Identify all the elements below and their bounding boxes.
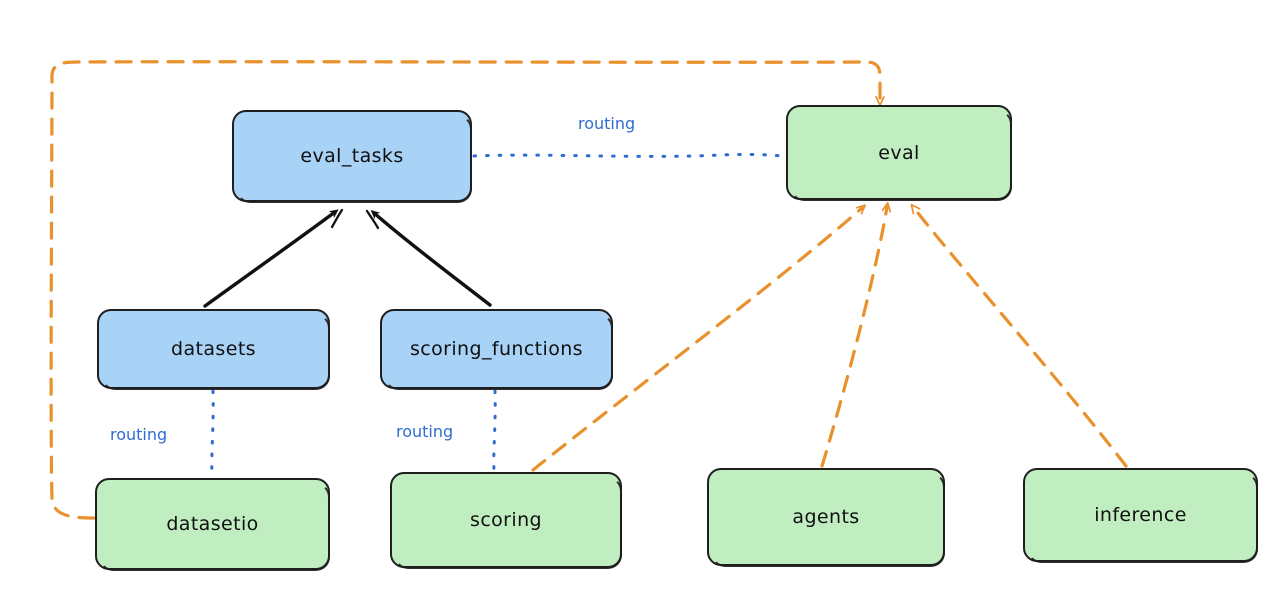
node-label: agents <box>792 506 860 528</box>
edge-label-routing-datasetio: routing <box>110 425 168 444</box>
node-eval[interactable]: eval <box>786 105 1012 201</box>
node-label: scoring_functions <box>410 338 583 360</box>
edge-agents-eval <box>820 207 887 468</box>
node-label: datasetio <box>166 513 259 535</box>
edge-datasets-eval_tasks <box>203 208 344 308</box>
edge-scoring_functions-eval_tasks <box>365 209 492 307</box>
node-agents[interactable]: agents <box>707 468 945 567</box>
edge-label-routing-scoring: routing <box>396 422 454 441</box>
node-label: datasets <box>171 338 256 360</box>
node-scoring-functions[interactable]: scoring_functions <box>380 309 613 390</box>
node-label: eval <box>878 141 920 164</box>
node-label: inference <box>1094 504 1187 526</box>
edge-datasets-datasetio <box>210 389 215 479</box>
node-inference[interactable]: inference <box>1023 468 1258 563</box>
edge-label-routing-eval: routing <box>578 114 636 133</box>
node-label: eval_tasks <box>300 145 404 167</box>
node-label: scoring <box>470 509 542 531</box>
node-datasets[interactable]: datasets <box>97 309 330 390</box>
edge-inference-eval <box>914 208 1128 468</box>
edge-scoring_functions-scoring <box>492 389 497 473</box>
edge-datasetio-eval <box>49 60 880 520</box>
edge-scoring-eval <box>531 208 862 472</box>
node-scoring[interactable]: scoring <box>390 472 622 569</box>
node-eval-tasks[interactable]: eval_tasks <box>232 110 472 203</box>
node-datasetio[interactable]: datasetio <box>95 478 330 571</box>
edge-eval_tasks-eval <box>472 152 788 158</box>
